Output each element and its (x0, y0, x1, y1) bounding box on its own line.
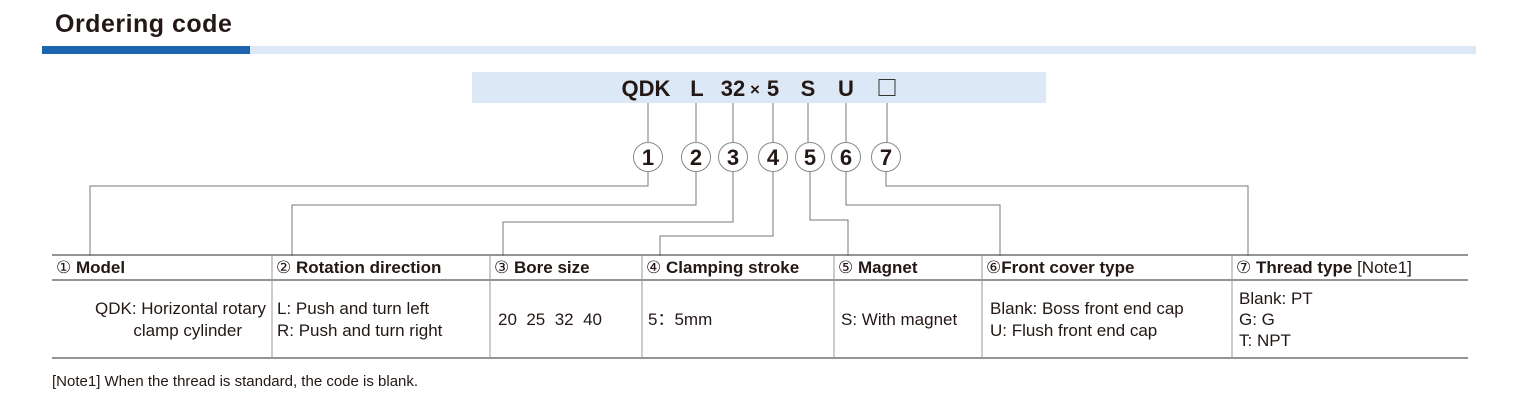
cell-bore-size: 20 25 32 40 (498, 309, 602, 329)
callout-5: 5 (795, 142, 825, 172)
callout-1: 1 (633, 142, 663, 172)
header-clamping-stroke: ④ Clamping stroke (646, 258, 800, 277)
code-thread-placeholder (878, 79, 896, 96)
callout-6: 6 (831, 142, 861, 172)
header-bore-size: ③ Bore size (494, 258, 590, 277)
code-magnet: S (800, 76, 816, 101)
callout-3: 3 (718, 142, 748, 172)
code-separator: × (750, 80, 760, 99)
callout-4: 4 (758, 142, 788, 172)
callout-2: 2 (681, 142, 711, 172)
cell-magnet: S: With magnet (841, 309, 958, 329)
footnote: [Note1] When the thread is standard, the… (52, 373, 419, 390)
callout-7: 7 (871, 142, 901, 172)
header-thread-type: ⑦ Thread type [Note1] (1236, 258, 1412, 277)
code-direction: L (690, 76, 704, 101)
header-magnet: ⑤ Magnet (838, 258, 918, 277)
code-front-cover: U (838, 76, 854, 101)
section-title: Ordering code (55, 10, 233, 38)
title-underline-accent (42, 46, 250, 54)
code-model: QDK (621, 76, 671, 101)
header-front-cover-type: ⑥Front cover type (986, 258, 1135, 277)
code-stroke: 5 (766, 76, 780, 101)
header-rotation-direction: ② Rotation direction (276, 258, 442, 277)
cell-clamping-stroke: 5：5mm (648, 309, 713, 329)
code-bore: 32 (720, 76, 746, 101)
ordering-code-bar (472, 72, 1046, 103)
title-underline (42, 46, 1476, 54)
header-model: ① Model (56, 258, 126, 277)
